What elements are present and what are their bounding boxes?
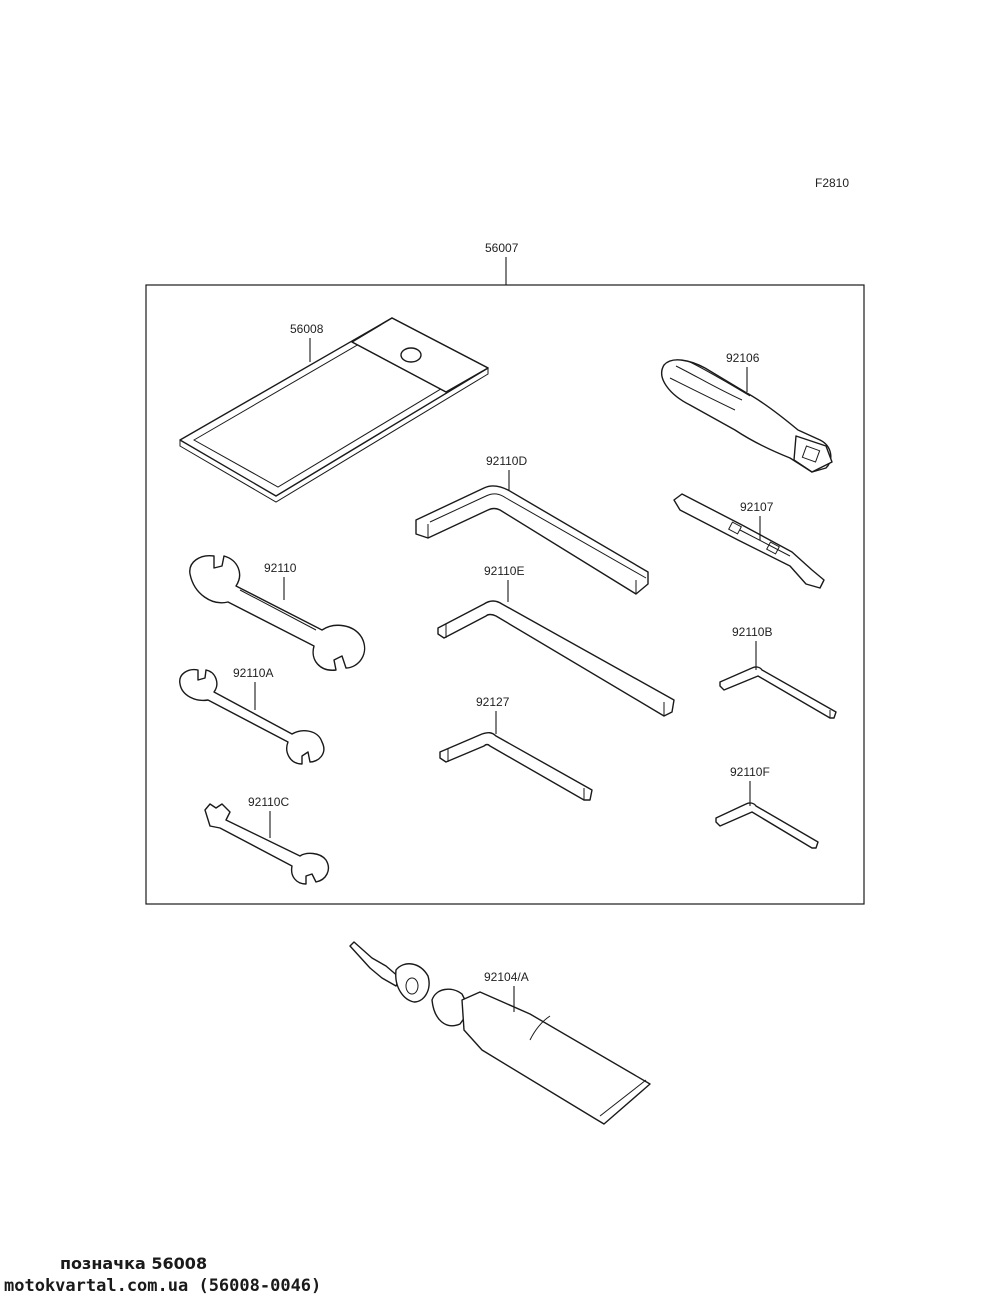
- label-92110E: 92110E: [484, 564, 524, 578]
- label-92110A: 92110A: [233, 666, 273, 680]
- open-end-wrench-small-icon[interactable]: [204, 803, 330, 885]
- hex-key-f-icon[interactable]: [715, 802, 819, 849]
- label-92107: 92107: [740, 500, 774, 514]
- watermark: motokvartal.com.ua (56008-0046): [4, 1276, 322, 1296]
- label-92110: 92110: [264, 561, 297, 575]
- label-92110D: 92110D: [486, 454, 527, 468]
- screwdriver-handle-icon[interactable]: [661, 359, 833, 473]
- hex-key-medium-icon[interactable]: [437, 600, 675, 717]
- hex-key-large-icon[interactable]: [415, 485, 649, 595]
- label-92110F: 92110F: [730, 765, 770, 779]
- screwdriver-bit-icon[interactable]: [673, 493, 825, 589]
- hex-key-b-icon[interactable]: [719, 666, 837, 719]
- label-56008: 56008: [290, 322, 324, 336]
- grease-tube-icon[interactable]: [349, 941, 651, 1125]
- open-end-wrench-medium-icon[interactable]: [179, 668, 325, 765]
- hex-key-small-icon[interactable]: [439, 731, 593, 801]
- tool-pouch-icon[interactable]: [179, 317, 489, 503]
- label-92127: 92127: [476, 695, 510, 709]
- label-92104A: 92104/A: [484, 970, 529, 984]
- label-92110C: 92110C: [248, 795, 289, 809]
- figure-code: F2810: [815, 176, 849, 190]
- footer-caption: позначка 56008: [60, 1254, 208, 1273]
- open-end-wrench-large-icon[interactable]: [189, 555, 366, 671]
- label-92110B: 92110B: [732, 625, 772, 639]
- kit-label: 56007: [485, 241, 519, 255]
- kit-box: [145, 284, 865, 905]
- label-92106: 92106: [726, 351, 760, 365]
